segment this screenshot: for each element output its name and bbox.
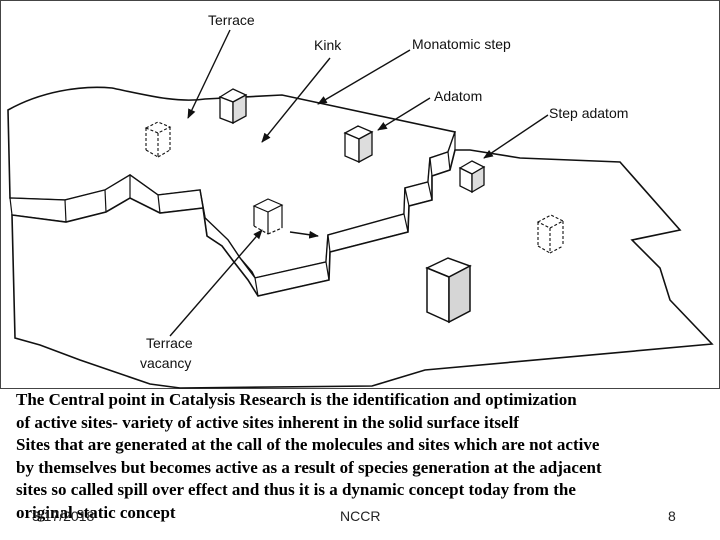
arrow-terrace xyxy=(187,29,231,119)
adatom-cube-upper xyxy=(218,88,248,125)
step-adatom-cube xyxy=(343,125,374,164)
label-step-adatom: Step adatom xyxy=(549,105,628,121)
caption-line: of active sites- variety of active sites… xyxy=(16,412,519,432)
caption-text: The Central point in Catalysis Research … xyxy=(16,389,720,524)
arrow-kink xyxy=(261,57,331,143)
arrow-vacancy-right xyxy=(289,230,319,239)
dashed-adatom-site xyxy=(536,214,565,254)
adatom-cube-lower xyxy=(425,257,472,324)
caption-line: by themselves but becomes active as a re… xyxy=(16,457,602,477)
caption-line: sites so called spill over effect and th… xyxy=(16,480,576,499)
pointer-arrows xyxy=(169,29,549,337)
lower-terrace xyxy=(11,149,714,389)
footer-page-number: 8 xyxy=(668,508,676,524)
kink-vacancy-cube xyxy=(144,121,172,158)
arrow-adatom xyxy=(377,97,431,131)
footer-org: NCCR xyxy=(340,508,381,524)
arrow-monatomic-step xyxy=(317,49,411,105)
caption-line: original static concept xyxy=(16,502,176,522)
footer-date: 3/17/2018 xyxy=(32,508,95,524)
label-terrace: Terrace xyxy=(208,12,255,28)
terrace-vacancy-cube xyxy=(252,198,284,235)
arrow-step-adatom xyxy=(483,114,549,159)
caption-line: The Central point in Catalysis Research … xyxy=(16,390,577,409)
label-adatom: Adatom xyxy=(434,88,482,104)
label-terrace-vacancy-1: Terrace xyxy=(146,335,193,351)
step-adatom-cube-right xyxy=(458,160,486,194)
label-terrace-vacancy-2: vacancy xyxy=(140,355,191,371)
arrow-terrace-vacancy xyxy=(169,229,263,337)
surface-sites-diagram: Terrace Kink Monatomic step Adatom Step … xyxy=(0,0,720,389)
label-monatomic-step: Monatomic step xyxy=(412,36,511,52)
label-kink: Kink xyxy=(314,37,342,53)
caption-line: Sites that are generated at the call of … xyxy=(16,435,600,454)
